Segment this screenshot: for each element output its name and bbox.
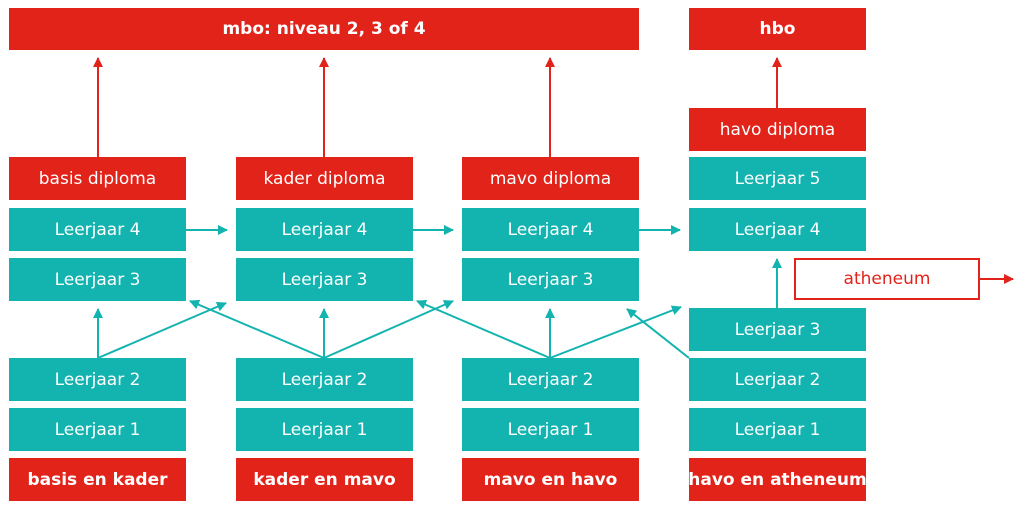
havo-leerjaar-2: Leerjaar 2 (689, 358, 866, 401)
havo-leerjaar-4: Leerjaar 4 (689, 208, 866, 251)
havo-leerjaar-1: Leerjaar 1 (689, 408, 866, 451)
havo-leerjaar-1-label: Leerjaar 1 (734, 419, 821, 440)
basis-leerjaar-2-label: Leerjaar 2 (54, 369, 141, 390)
basis-footer: basis en kader (9, 458, 186, 501)
basis-leerjaar-2: Leerjaar 2 (9, 358, 186, 401)
kader-leerjaar-1: Leerjaar 1 (236, 408, 413, 451)
basis-leerjaar-3-label: Leerjaar 3 (54, 269, 141, 290)
basis-diploma-label: basis diploma (38, 168, 157, 189)
mavo-leerjaar-2-label: Leerjaar 2 (507, 369, 594, 390)
atheneum-label: atheneum (843, 269, 931, 289)
basis-leerjaar-4-label: Leerjaar 4 (54, 219, 141, 240)
arrow-kader2-to-mavo3 (323, 300, 454, 359)
mavo-leerjaar-1-label: Leerjaar 1 (507, 419, 594, 440)
havo-diploma-label: havo diploma (719, 119, 836, 140)
arrow-mavo2-to-havo3 (549, 305, 682, 359)
havo-leerjaar-3-label: Leerjaar 3 (734, 319, 821, 340)
hbo-label: hbo (759, 19, 796, 39)
kader-diploma-box: kader diploma (236, 157, 413, 200)
kader-leerjaar-3-label: Leerjaar 3 (281, 269, 368, 290)
kader-leerjaar-4: Leerjaar 4 (236, 208, 413, 251)
basis-diploma-box: basis diploma (9, 157, 186, 200)
kader-leerjaar-2-label: Leerjaar 2 (281, 369, 368, 390)
arrow-basis2-to-kader3 (97, 301, 227, 359)
kader-leerjaar-3: Leerjaar 3 (236, 258, 413, 301)
arrow-kader2-to-basis3 (189, 299, 325, 359)
havo-leerjaar-4-label: Leerjaar 4 (734, 219, 821, 240)
red-arrows (93, 57, 1014, 284)
arrow-havo2-to-mavo3 (626, 308, 690, 359)
mavo-leerjaar-2: Leerjaar 2 (462, 358, 639, 401)
kader-leerjaar-1-label: Leerjaar 1 (281, 419, 368, 440)
havo-footer-label: havo en atheneum (688, 469, 867, 490)
mavo-footer-label: mavo en havo (483, 469, 618, 490)
mbo-label: mbo: niveau 2, 3 of 4 (222, 19, 426, 39)
mavo-diploma-label: mavo diploma (489, 168, 612, 189)
havo-leerjaar-2-label: Leerjaar 2 (734, 369, 821, 390)
mavo-leerjaar-1: Leerjaar 1 (462, 408, 639, 451)
kader-footer-label: kader en mavo (253, 469, 396, 490)
basis-footer-label: basis en kader (27, 469, 168, 490)
havo-footer: havo en atheneum (688, 458, 867, 501)
atheneum-box: atheneum (794, 258, 980, 300)
kader-leerjaar-4-label: Leerjaar 4 (281, 219, 368, 240)
mavo-diploma-box: mavo diploma (462, 157, 639, 200)
mbo-box: mbo: niveau 2, 3 of 4 (9, 8, 639, 50)
havo-leerjaar-5: Leerjaar 5 (689, 157, 866, 200)
mavo-leerjaar-3-label: Leerjaar 3 (507, 269, 594, 290)
mavo-leerjaar-4-label: Leerjaar 4 (507, 219, 594, 240)
havo-leerjaar-5-label: Leerjaar 5 (734, 168, 821, 189)
kader-leerjaar-2: Leerjaar 2 (236, 358, 413, 401)
kader-footer: kader en mavo (236, 458, 413, 501)
havo-leerjaar-3: Leerjaar 3 (689, 308, 866, 351)
mavo-leerjaar-3: Leerjaar 3 (462, 258, 639, 301)
mavo-leerjaar-4: Leerjaar 4 (462, 208, 639, 251)
basis-leerjaar-1-label: Leerjaar 1 (54, 419, 141, 440)
havo-diploma-box: havo diploma (689, 108, 866, 151)
hbo-box: hbo (689, 8, 866, 50)
basis-leerjaar-1: Leerjaar 1 (9, 408, 186, 451)
mavo-footer: mavo en havo (462, 458, 639, 501)
basis-leerjaar-4: Leerjaar 4 (9, 208, 186, 251)
teal-arrows (93, 225, 782, 359)
arrow-mavo2-to-kader3 (416, 299, 551, 359)
basis-leerjaar-3: Leerjaar 3 (9, 258, 186, 301)
kader-diploma-label: kader diploma (263, 168, 386, 189)
